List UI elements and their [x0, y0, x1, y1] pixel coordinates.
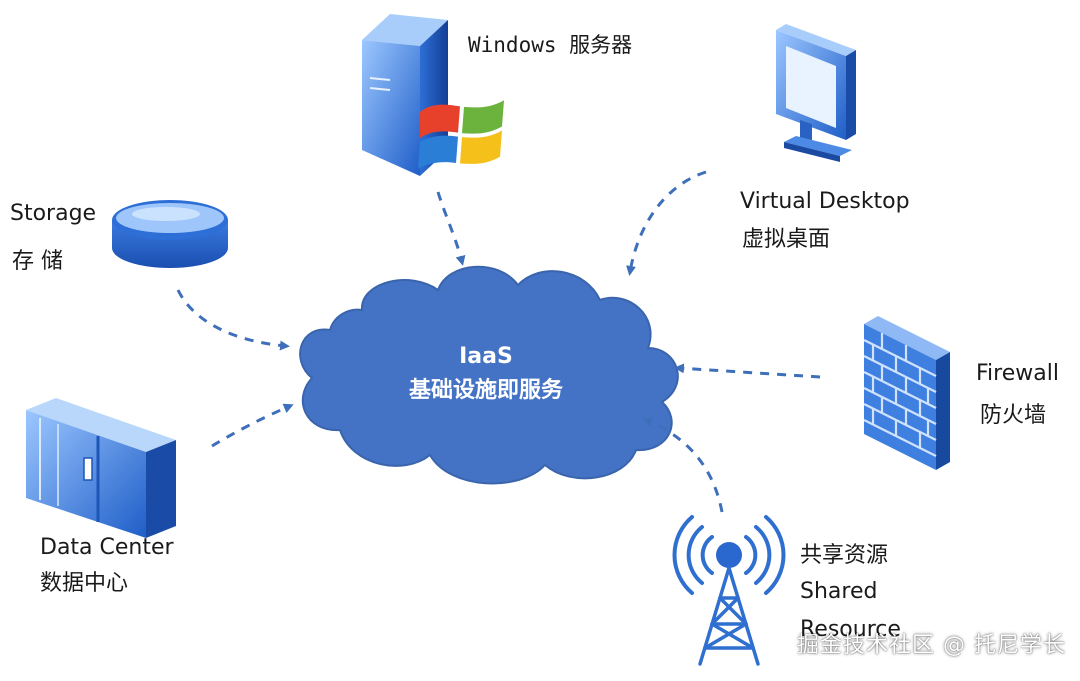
virtual-desktop-label-zh: 虚拟桌面	[742, 227, 831, 252]
shared-resource-label-en-2: Resource	[800, 617, 901, 642]
cloud-subtitle: 基础设施即服务	[408, 378, 563, 403]
firewall-label-en: Firewall	[976, 361, 1059, 386]
virtual-desktop-label-en: Virtual Desktop	[740, 189, 910, 214]
firewall-label-zh: 防火墙	[980, 403, 1047, 428]
arrow-datacenter-to-cloud	[211, 403, 294, 448]
shared-resource-label-en-1: Shared	[800, 579, 878, 604]
monitor-icon	[776, 24, 856, 162]
arrow-windows-to-cloud	[436, 191, 466, 266]
iaas-cloud	[299, 265, 679, 485]
firewall-icon	[863, 316, 950, 470]
arrow-tower-to-cloud	[642, 417, 724, 513]
antenna-tower-icon	[672, 515, 786, 666]
storage-label-en: Storage	[10, 201, 97, 226]
arrow-storage-to-cloud	[176, 289, 290, 351]
data-center-label-zh: 数据中心	[40, 571, 129, 596]
data-center-label-en: Data Center	[40, 535, 174, 560]
arrows	[176, 170, 821, 513]
windows-server-label: Windows 服务器	[468, 33, 633, 57]
windows-logo-icon	[418, 100, 504, 169]
storage-disk-icon	[112, 200, 228, 268]
arrow-firewall-to-cloud	[674, 363, 821, 379]
shared-resource-label-zh: 共享资源	[800, 543, 889, 568]
data-center-icon	[26, 398, 176, 538]
storage-label-zh: 存 储	[12, 249, 63, 274]
arrow-desktop-to-cloud	[626, 170, 707, 276]
cloud-title: IaaS	[459, 344, 513, 369]
watermark: 掘金技术社区 @ 托尼学长	[797, 633, 1066, 658]
